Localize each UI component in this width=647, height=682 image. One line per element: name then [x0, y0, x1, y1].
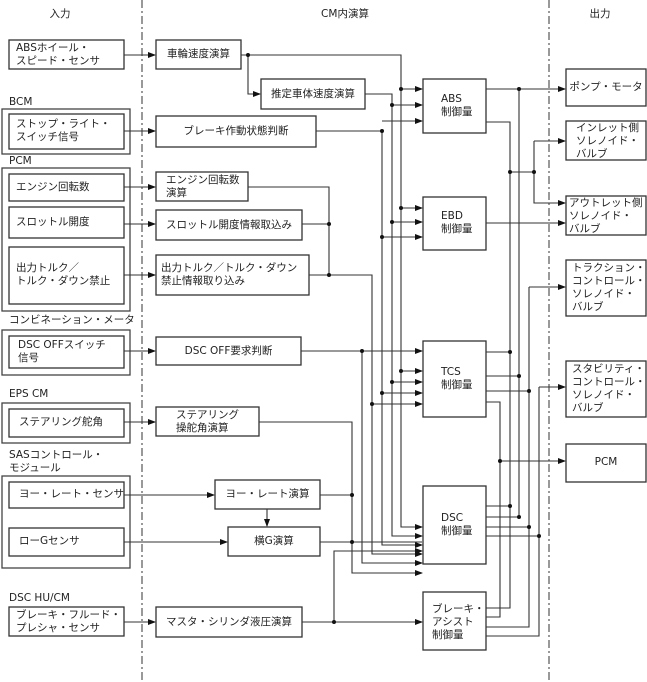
output-pcm: PCM: [594, 456, 618, 468]
control-abs: ABS 制御量: [441, 93, 473, 118]
calc-master-cyl: マスタ・シリンダ液圧演算: [166, 616, 292, 628]
output-tc-valve: トラクション・ コントロール・ ソレノイド・ バルブ: [572, 262, 646, 313]
header-input: 入力: [49, 8, 71, 20]
calc-box-lateral-g: [227, 526, 321, 557]
output-box-inlet: [565, 120, 647, 161]
output-box-tc: [565, 259, 647, 317]
input-engine-speed: エンジン回転数: [16, 181, 90, 193]
output-box-sc: [565, 360, 647, 418]
output-sc-valve: スタビリティ・ コントロール・ ソレノイド・ バルブ: [572, 363, 646, 414]
calc-box-torque: [155, 254, 310, 296]
group-frame-eps: [1, 402, 131, 444]
control-box-abs: [422, 78, 487, 134]
input-box-stop-light: [8, 113, 125, 150]
calc-vehicle-speed: 推定車体速度演算: [271, 88, 355, 100]
header-cm: CM内演算: [321, 8, 369, 20]
output-inlet-valve: インレット側 ソレノイド・ バルブ: [576, 122, 639, 160]
calc-box-vehicle-speed: [260, 78, 366, 110]
control-ebd: EBD 制御量: [441, 210, 473, 235]
group-label-eps: EPS CM: [9, 388, 49, 400]
output-outlet-valve: アウトレット側 ソレノイド・ バルブ: [569, 197, 643, 235]
control-box-ebd: [422, 196, 487, 251]
input-arrows: [124, 52, 270, 625]
calc-engine-speed: エンジン回転数 演算: [166, 174, 240, 199]
input-box-yaw: [8, 481, 125, 509]
group-label-pcm: PCM: [9, 155, 32, 167]
input-brake-fluid-sensor: ブレーキ・フルード・ プレシャ・センサ: [16, 609, 121, 634]
calc-box-dsc-off: [155, 336, 302, 366]
input-box-abs-wheel: [8, 39, 125, 70]
calc-box-steering: [155, 406, 260, 437]
calc-steering: ステアリング 操舵角演算: [176, 409, 239, 434]
input-box-steering: [8, 408, 125, 438]
calc-yaw-rate: ヨー・レート演算: [225, 488, 310, 500]
wheel-speed-lines: [241, 53, 423, 530]
input-abs-wheel-sensor: ABSホイール・ スピード・センサ: [16, 42, 100, 67]
input-box-lateral-g: [8, 527, 125, 557]
group-frame-sas: [1, 475, 131, 569]
sensor-calc-lines: [259, 421, 423, 576]
output-lines: [486, 86, 566, 637]
group-label-dsc-hu: DSC HU/CM: [9, 592, 70, 604]
control-box-brake-assist: [422, 591, 487, 651]
group-frame-pcm: [1, 167, 131, 312]
output-box-pump: [565, 68, 647, 107]
control-brake-assist: ブレーキ・ アシスト 制御量: [432, 603, 485, 641]
brake-state-lines: [316, 118, 423, 548]
input-box-throttle: [8, 206, 125, 239]
engine-info-lines: [248, 186, 423, 557]
output-pump-motor: ポンプ・モータ: [569, 81, 643, 93]
calc-brake-state: ブレーキ作動状態判断: [183, 125, 289, 137]
control-tcs: TCS 制御量: [441, 366, 473, 391]
calc-lateral-g: 横G演算: [254, 535, 294, 547]
control-box-tcs: [422, 340, 487, 418]
calc-dsc-off-judge: DSC OFF要求判断: [184, 345, 273, 357]
vehicle-speed-lines: [365, 93, 423, 539]
input-steering-angle: ステアリング舵角: [19, 416, 103, 428]
input-yaw-rate-sensor: ヨー・レート・センサ: [19, 488, 124, 500]
calc-box-yaw: [214, 479, 321, 510]
calc-wheel-speed: 車輪速度演算: [167, 48, 230, 60]
calc-box-brake-state: [155, 115, 317, 148]
group-label-sas: SASコントロール・ モジュール: [9, 449, 104, 474]
dsc-off-lines: [301, 348, 423, 566]
calc-box-wheel-speed: [155, 39, 242, 70]
input-throttle: スロットル開度: [16, 216, 90, 228]
group-label-bcm: BCM: [9, 96, 33, 108]
group-frame-meter: [1, 329, 131, 376]
master-cyl-lines: [302, 548, 423, 625]
header-output: 出力: [589, 8, 611, 20]
group-label-meter: コンビネーション・メータ: [9, 314, 135, 326]
input-lateral-g-sensor: ローGセンサ: [19, 535, 80, 547]
calc-throttle-info: スロットル開度情報取込み: [166, 219, 292, 231]
control-dsc: DSC 制御量: [441, 512, 473, 537]
calc-torque-info: 出力トルク／トルク・ダウン 禁止情報取り込み: [161, 262, 298, 287]
output-box-outlet: [565, 195, 647, 236]
input-dsc-off-switch: DSC OFFスイッチ 信号: [18, 339, 106, 364]
control-box-dsc: [422, 485, 487, 565]
input-torque-down: 出力トルク／ トルク・ダウン禁止: [16, 262, 111, 287]
input-stop-light: ストップ・ライト・ スイッチ信号: [16, 118, 111, 143]
input-box-dsc-off: [8, 335, 125, 369]
output-box-pcm: [565, 443, 647, 483]
calc-box-engine-speed: [155, 171, 249, 202]
calc-box-throttle: [155, 209, 303, 241]
